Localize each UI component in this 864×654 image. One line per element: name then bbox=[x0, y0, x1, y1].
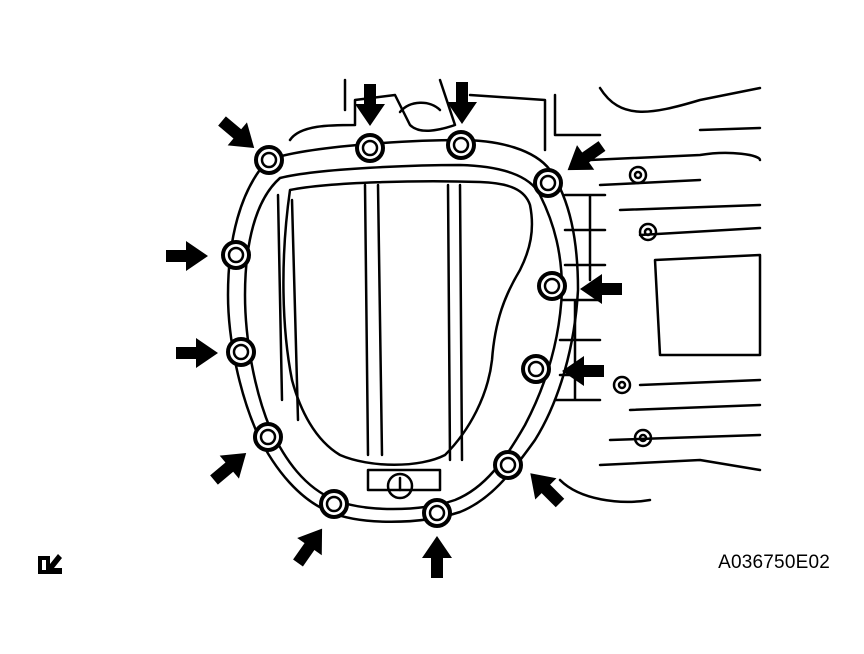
arrow-icon bbox=[166, 241, 208, 271]
arrow-icon bbox=[422, 536, 452, 578]
oil-pan-sump bbox=[282, 180, 534, 466]
oil-pan-ribs bbox=[276, 183, 464, 462]
arrow-icon bbox=[285, 519, 335, 572]
bolt bbox=[355, 133, 385, 163]
bolt bbox=[253, 422, 283, 452]
arrow-icon bbox=[355, 84, 385, 126]
bolt bbox=[446, 130, 476, 160]
bolt bbox=[422, 498, 452, 528]
arrow-icon bbox=[176, 338, 218, 368]
seal-packing-icon bbox=[38, 554, 62, 574]
arrow-icon bbox=[204, 441, 256, 492]
engine-block-outline bbox=[553, 86, 762, 504]
bolt bbox=[221, 240, 251, 270]
bolt bbox=[493, 450, 523, 480]
bolt bbox=[537, 271, 567, 301]
bolt bbox=[521, 354, 551, 384]
arrow-icon bbox=[212, 109, 264, 160]
figure-reference-code: A036750E02 bbox=[718, 552, 830, 573]
arrow-icon bbox=[519, 462, 571, 514]
bolt bbox=[533, 168, 563, 198]
bolt bbox=[226, 337, 256, 367]
drain-plug bbox=[366, 468, 442, 500]
upper-casting-outline bbox=[288, 78, 547, 152]
bolt bbox=[319, 489, 349, 519]
arrow-icon bbox=[558, 133, 611, 183]
bolt bbox=[254, 145, 284, 175]
